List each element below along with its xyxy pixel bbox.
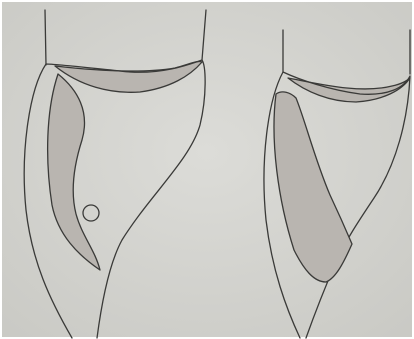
dental-diagram (0, 0, 414, 339)
